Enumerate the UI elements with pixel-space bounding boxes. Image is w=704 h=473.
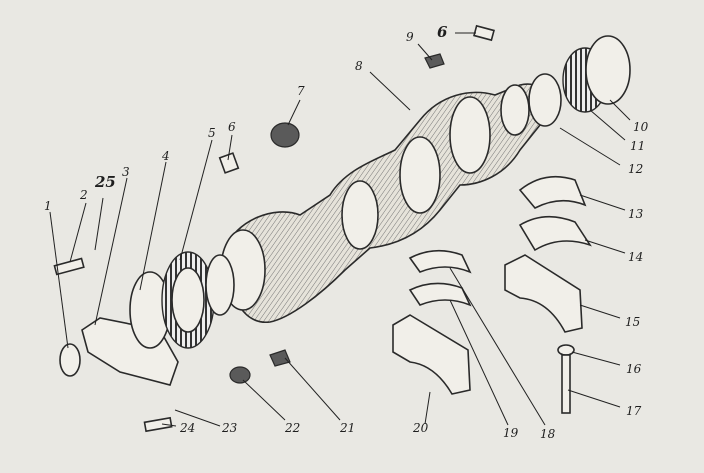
callout-18: 18 — [540, 427, 556, 441]
callout-8: 8 — [355, 59, 363, 73]
callout-6-top: 6 — [437, 23, 448, 41]
bearing-shell-18 — [408, 249, 472, 274]
callout-11: 11 — [630, 139, 645, 153]
callout-21: 21 — [339, 421, 355, 435]
bearing-cap-15 — [504, 254, 583, 333]
crankshaft — [220, 83, 551, 323]
callout-13: 13 — [628, 207, 644, 221]
callout-10: 10 — [633, 120, 649, 134]
callout-2: 2 — [79, 188, 88, 202]
bolt-front — [53, 257, 85, 276]
callout-7: 7 — [297, 84, 305, 98]
callout-16: 16 — [626, 362, 642, 376]
hub — [205, 254, 235, 316]
bearing-cap-20 — [392, 314, 471, 395]
bearing-shell-14 — [518, 215, 592, 252]
callout-14: 14 — [628, 250, 643, 264]
callout-6-left: 6 — [228, 120, 236, 134]
bushing — [270, 122, 300, 148]
dowel-pin-top — [473, 24, 495, 42]
callout-labels: 1 2 25 3 4 5 6 7 8 9 6 10 11 12 13 14 15… — [44, 23, 649, 441]
leader-lines — [49, 32, 631, 427]
front-flange — [59, 343, 81, 377]
callout-9: 9 — [406, 30, 414, 44]
callout-19: 19 — [503, 426, 519, 440]
callout-20: 20 — [412, 421, 429, 435]
washer — [557, 344, 575, 356]
bearing-shell-13 — [518, 175, 587, 210]
callout-22: 22 — [284, 421, 300, 435]
key — [269, 349, 291, 367]
callout-3: 3 — [122, 165, 130, 179]
callout-25: 25 — [94, 173, 116, 191]
callout-4: 4 — [161, 149, 170, 163]
stud — [561, 354, 571, 414]
callout-24: 24 — [179, 421, 195, 435]
key-top — [424, 53, 445, 69]
bushing-lower — [229, 366, 251, 384]
callout-12: 12 — [628, 162, 643, 176]
bolt-bottom — [143, 416, 173, 433]
rear-seal — [585, 35, 631, 105]
dowel-pin — [218, 152, 240, 174]
bearing-shell-19 — [408, 282, 472, 307]
callout-5: 5 — [208, 126, 216, 140]
callout-1: 1 — [44, 199, 52, 213]
callout-15: 15 — [625, 315, 640, 329]
callout-17: 17 — [626, 404, 642, 418]
thrust-ring — [528, 73, 562, 127]
callout-23: 23 — [221, 421, 238, 435]
